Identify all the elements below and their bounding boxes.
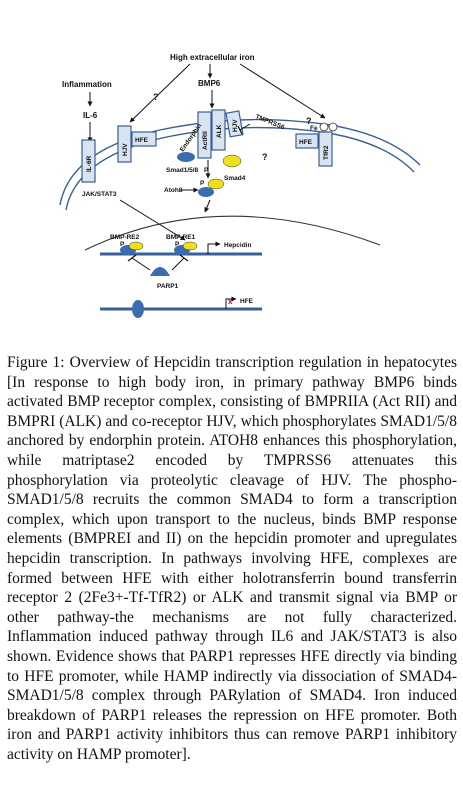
svg-text:ActRII: ActRII <box>202 131 209 150</box>
svg-text:P: P <box>120 241 125 248</box>
jak-stat3-label: JAK/STAT3 <box>82 191 117 198</box>
caption-text: Overview of Hepcidin transcription regul… <box>7 354 457 763</box>
figure-caption: Figure 1: Overview of Hepcidin transcrip… <box>7 353 457 764</box>
tmprss6: TMPRSS6 <box>237 113 286 135</box>
svg-text:Fe: Fe <box>310 125 318 132</box>
svg-text:IL-6R: IL-6R <box>86 155 93 172</box>
svg-text:P: P <box>175 241 180 248</box>
figure-label: Figure 1: <box>7 354 65 371</box>
svg-text:Hepcidin: Hepcidin <box>224 242 251 249</box>
svg-text:TfR2: TfR2 <box>323 145 330 160</box>
svg-text:HJV: HJV <box>232 119 239 132</box>
parp1: PARP1 <box>127 254 189 290</box>
question-mark-2: ? <box>262 152 268 162</box>
bmp-receptor-complex: ActRII ALK HJV Endorphin <box>179 109 244 159</box>
svg-text:BMP-RE2: BMP-RE2 <box>110 234 140 241</box>
il6r-receptor: IL-6R <box>81 139 96 183</box>
high-iron-label: High extracellular iron <box>170 53 255 62</box>
svg-text:ALK: ALK <box>216 124 223 138</box>
svg-text:BMP-RE1: BMP-RE1 <box>166 234 196 241</box>
hjv-hfe-complex: HJV HFE <box>117 125 157 163</box>
svg-text:TMPRSS6: TMPRSS6 <box>254 113 285 131</box>
hfe-tfr2-complex: Fe HFE TfR2 <box>295 122 338 167</box>
svg-text:PARP1: PARP1 <box>157 283 179 290</box>
smad-proteins: Smad1/5/8 Smad4 P Atoh8 P <box>164 152 246 213</box>
svg-text:Atoh8: Atoh8 <box>164 187 183 194</box>
hepcidin-promoter: BMP-RE2 BMP-RE1 P P Hepcidin <box>100 234 262 256</box>
nuclear-envelope <box>84 215 381 251</box>
inflammation-label: Inflammation <box>62 80 112 89</box>
bmp6-label: BMP6 <box>198 79 221 88</box>
question-mark-3: ? <box>306 116 312 126</box>
svg-text:P: P <box>200 180 205 187</box>
svg-text:HFE: HFE <box>299 139 313 146</box>
svg-text:Smad1/5/8: Smad1/5/8 <box>166 167 199 174</box>
hepcidin-pathway-diagram: High extracellular iron Inflammation IL-… <box>59 53 421 318</box>
svg-text:HFE: HFE <box>240 298 254 305</box>
svg-text:HJV: HJV <box>122 143 129 156</box>
svg-text:HFE: HFE <box>135 137 149 144</box>
il6-label: IL-6 <box>83 111 98 120</box>
svg-text:P: P <box>204 167 209 174</box>
svg-text:x: x <box>228 297 233 306</box>
hfe-promoter: x HFE <box>100 296 262 318</box>
svg-text:Smad4: Smad4 <box>224 175 246 182</box>
